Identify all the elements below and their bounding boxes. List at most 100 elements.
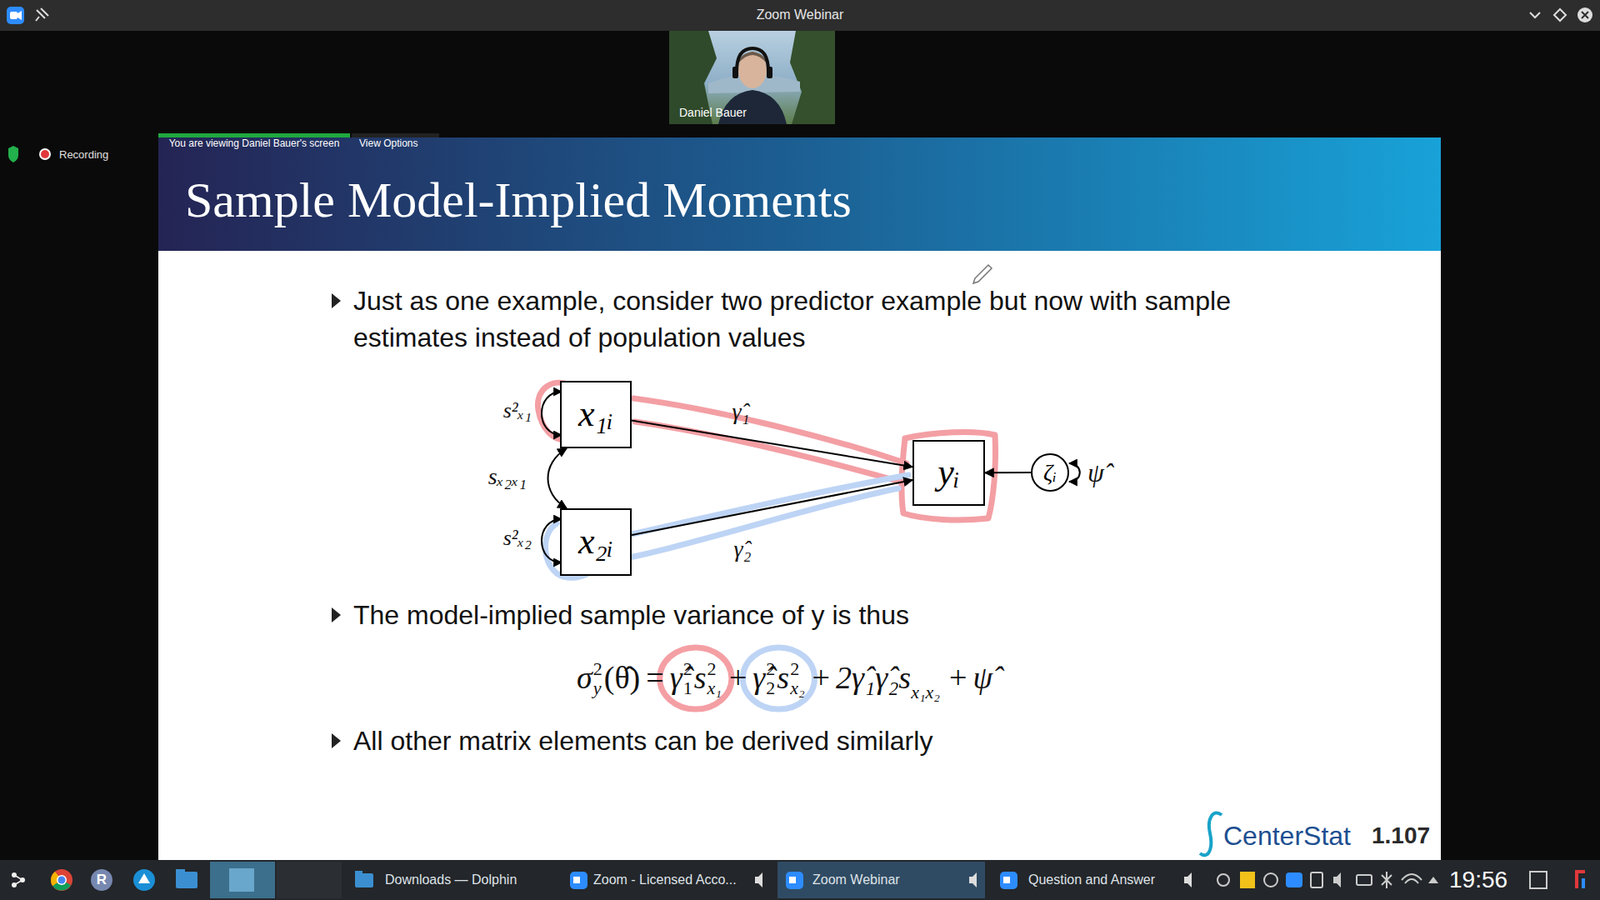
variance-label: ψ̂ — [1087, 457, 1105, 488]
variance-loop — [541, 391, 562, 435]
bullet — [331, 607, 341, 623]
equation-term: y — [593, 678, 602, 698]
pen-annotation — [660, 647, 732, 710]
slide-number: 1.107 — [1371, 822, 1430, 849]
task-label-wrap: Zoom Webinar — [812, 871, 900, 888]
bullet-text-wrap: The model-implied sample variance of y i… — [353, 599, 910, 631]
node-text: x₂ᵢ — [578, 521, 614, 562]
path-arrow — [985, 471, 1031, 474]
slide — [158, 151, 1441, 860]
equation-term: s — [776, 661, 790, 695]
equation: σ2y(θ̂)=γ̂21s2x₁+γ̂22s2x₂+2γ̂₁γ̂₂sx₁x₂+ψ… — [576, 650, 993, 706]
task-label: Zoom - Licensed Acco... — [593, 872, 737, 887]
variable-box: yᵢ — [912, 440, 985, 506]
edge-label-wrap: γ̂₂ — [734, 536, 752, 563]
variance-label: s²ₓ₁ — [503, 398, 532, 423]
node-text: yᵢ — [937, 452, 960, 493]
slide-title: Sample Model-Implied Moments — [185, 172, 852, 228]
share-notice-wrap: You are viewing Daniel Bauer's screen — [169, 135, 340, 150]
bullet-text: The model-implied sample variance of y i… — [353, 600, 910, 630]
pen-annotation — [537, 382, 995, 578]
equation-term: x₁x₂ — [910, 681, 940, 703]
task-label-wrap: Question and Answer — [1028, 871, 1155, 888]
node-text: ζᵢ — [1043, 460, 1057, 486]
edge-label: sₓ₂ₓ₁ — [488, 463, 527, 490]
taskbar — [0, 860, 1600, 900]
bullet-text: Just as one example, consider two predic… — [353, 282, 1237, 356]
pen-annotation — [742, 647, 815, 710]
variance-label: s²ₓ₂ — [503, 525, 532, 550]
recording-label: Recording — [59, 148, 109, 161]
task-label-wrap: Zoom - Licensed Acco... — [593, 871, 737, 888]
equation-term: 2 — [683, 659, 693, 679]
edge-label: γ̂₁ — [732, 398, 750, 425]
residual-circle: ζᵢ — [1030, 453, 1070, 492]
recording-dot — [39, 148, 51, 160]
button-label: View Options — [359, 137, 418, 150]
bullet — [331, 293, 341, 309]
equation-term: 2γ̂₁γ̂₂s — [835, 661, 911, 695]
video-thumbnail — [669, 30, 835, 125]
script-stack: 22 — [765, 659, 775, 698]
bullet-text: All other matrix elements can be derived… — [353, 725, 933, 756]
equation-term: 2 — [765, 659, 775, 679]
task-label: Zoom Webinar — [812, 872, 900, 887]
script-stack: 2x₁ — [706, 659, 721, 698]
path-arrow — [631, 420, 913, 468]
equation-term: 2 — [765, 678, 775, 698]
share-banner — [158, 133, 350, 152]
equation-term: s — [694, 661, 707, 695]
equation-term: = — [640, 661, 670, 695]
path-arrow — [631, 480, 913, 535]
window-title: Zoom Webinar — [756, 7, 845, 22]
share-notice: You are viewing Daniel Bauer's screen — [169, 137, 340, 150]
logo-text-wrap: CenterStat — [1223, 820, 1351, 852]
script-stack: 2x₂ — [790, 659, 805, 698]
logo-integral — [1200, 812, 1222, 855]
script-stack: 21 — [683, 659, 693, 698]
equation-term: + — [943, 661, 973, 695]
pencil-cursor — [973, 265, 992, 284]
variance-loop — [1069, 463, 1080, 482]
clock-wrap: 19:56 — [1449, 865, 1508, 895]
subscript: x₁x₂ — [910, 669, 940, 706]
app-icon-letter: R — [96, 871, 107, 888]
equation-term: σ — [576, 661, 593, 695]
equation-term: γ̂ — [670, 661, 683, 695]
variable-box: x₂ᵢ — [560, 508, 632, 576]
path-arrow — [548, 448, 568, 509]
equation-term: 2 — [790, 659, 800, 679]
bullet — [331, 733, 341, 749]
node-text: x₁ᵢ — [578, 394, 614, 435]
equation-term: + — [723, 661, 753, 695]
equation-term: 2 — [706, 659, 716, 679]
participant-name: Daniel Bauer — [679, 105, 747, 120]
button-label-wrap: View Options — [359, 135, 418, 150]
variance-label-wrap: s²ₓ₁ — [503, 397, 532, 424]
bullet-text-wrap: Just as one example, consider two predic… — [353, 282, 1237, 356]
task-label-wrap: Downloads — Dolphin — [385, 871, 517, 888]
task-label: Question and Answer — [1028, 872, 1155, 887]
slide-number-wrap: 1.107 — [1371, 821, 1430, 850]
equation-term: + — [806, 661, 836, 695]
app-icon-letter-wrap: R — [96, 871, 107, 889]
equation-term: γ̂ — [752, 661, 765, 695]
equation-term: ψ̂ — [972, 661, 993, 695]
zoom-icon — [6, 6, 25, 25]
taskbar-icons — [11, 861, 1585, 899]
participant-name-wrap: Daniel Bauer — [679, 105, 747, 120]
title-bar — [0, 0, 1600, 31]
edge-label-wrap: sₓ₂ₓ₁ — [488, 464, 527, 490]
window-title-wrap: Zoom Webinar — [756, 6, 845, 23]
bullet-text-wrap: All other matrix elements can be derived… — [353, 725, 933, 757]
script-stack: 2y — [593, 659, 603, 698]
task-label: Downloads — Dolphin — [385, 872, 517, 887]
minimize-icon — [1530, 12, 1540, 18]
equation-term: (θ̂) — [604, 661, 641, 695]
equation-term: x₁ — [706, 678, 721, 698]
edge-label-wrap: γ̂₁ — [732, 399, 750, 425]
slide-header — [158, 137, 1441, 251]
variance-label-wrap: ψ̂ — [1087, 456, 1105, 489]
